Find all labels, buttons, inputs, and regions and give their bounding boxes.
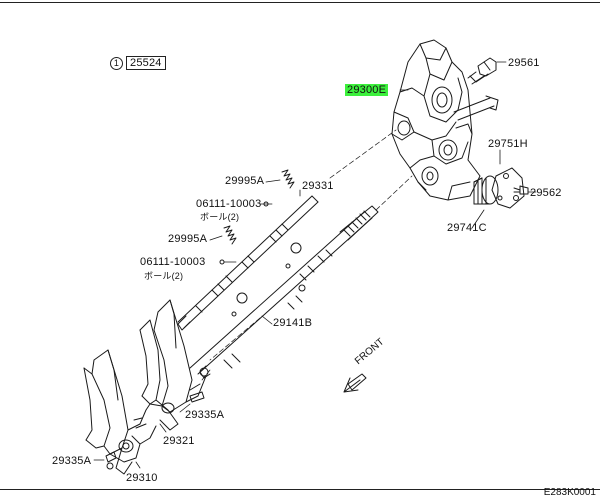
balls (231, 242, 306, 317)
ball-markers (219, 201, 269, 265)
reference-number: 25524 (126, 56, 166, 71)
shaft-29331 (177, 195, 319, 331)
label-29741c[interactable]: 29741C (447, 222, 487, 234)
bearing-29741c (473, 175, 499, 205)
label-29562[interactable]: 29562 (530, 187, 562, 199)
shift-control-housing (391, 39, 499, 201)
bolt-29562 (513, 185, 529, 195)
pin-29335a-lower (105, 451, 117, 470)
reference-index: 1 (110, 57, 123, 70)
label-29335a-lower[interactable]: 29335A (52, 455, 92, 467)
frame-lines (0, 2, 600, 490)
spring-29995a-lower (223, 225, 237, 245)
label-29310[interactable]: 29310 (126, 472, 158, 484)
leader-lines (93, 61, 537, 469)
center-lines (201, 129, 413, 381)
label-29321[interactable]: 29321 (163, 435, 195, 447)
label-ball-lower: ボール(2) (144, 271, 184, 281)
label-29995a-upper[interactable]: 29995A (225, 175, 265, 187)
label-ball-upper: ボール(2) (200, 212, 240, 222)
spring-29995a-upper (281, 169, 295, 189)
shift-fork-29310 (83, 349, 157, 475)
front-arrow-icon (343, 373, 367, 393)
diagram-code: E283K0001 (543, 487, 596, 498)
label-06111-upper[interactable]: 06111-10003 (196, 198, 262, 210)
label-29331[interactable]: 29331 (302, 180, 334, 192)
label-29561[interactable]: 29561 (508, 57, 540, 69)
label-29335a-upper[interactable]: 29335A (185, 409, 225, 421)
label-29141b[interactable]: 29141B (273, 317, 313, 329)
pin-29335a-upper (189, 391, 205, 403)
label-06111-lower[interactable]: 06111-10003 (140, 256, 206, 268)
label-29995a-lower[interactable]: 29995A (168, 233, 208, 245)
bolt-29561 (467, 57, 497, 85)
label-29300e-text: 29300E (345, 84, 389, 96)
plate-29751h (491, 167, 525, 209)
shaft-29141b (189, 205, 379, 379)
label-29751h[interactable]: 29751H (488, 138, 528, 150)
shift-fork-29321 (139, 299, 207, 431)
label-29300e[interactable]: 29300E (345, 84, 389, 96)
